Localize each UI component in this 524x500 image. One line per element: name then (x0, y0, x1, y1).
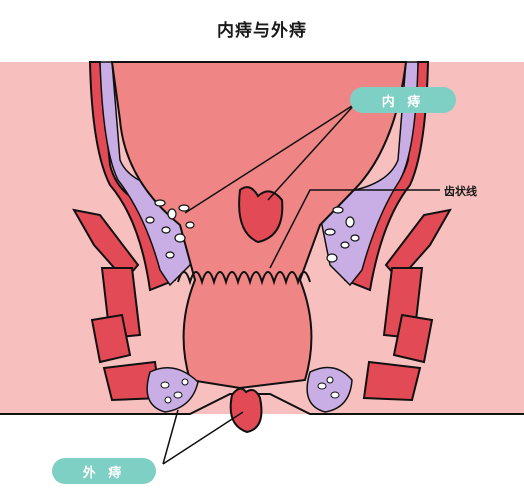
internal-hemorrhoid (238, 186, 284, 244)
diagram-title: 内痔与外痔 (217, 21, 307, 41)
left-external-plexus-veins (160, 378, 189, 404)
leader-lines (162, 103, 440, 465)
left-submucosa (99, 61, 201, 287)
dentate-wave (177, 271, 311, 286)
right-sphincter (362, 208, 452, 402)
right-external-plexus (306, 366, 353, 413)
right-external-plexus-veins (317, 376, 340, 399)
right-submucosa (319, 61, 419, 287)
dentate-line-label: 齿状线 (444, 185, 477, 198)
external-hemorrhoid-label: 外 痔 (52, 458, 156, 484)
external-hemorrhoid (229, 387, 263, 434)
left-internal-plexus (145, 199, 195, 259)
internal-hemorrhoid-label: 内 痔 (350, 87, 456, 113)
right-internal-plexus (324, 206, 360, 263)
left-sphincter (72, 208, 162, 402)
